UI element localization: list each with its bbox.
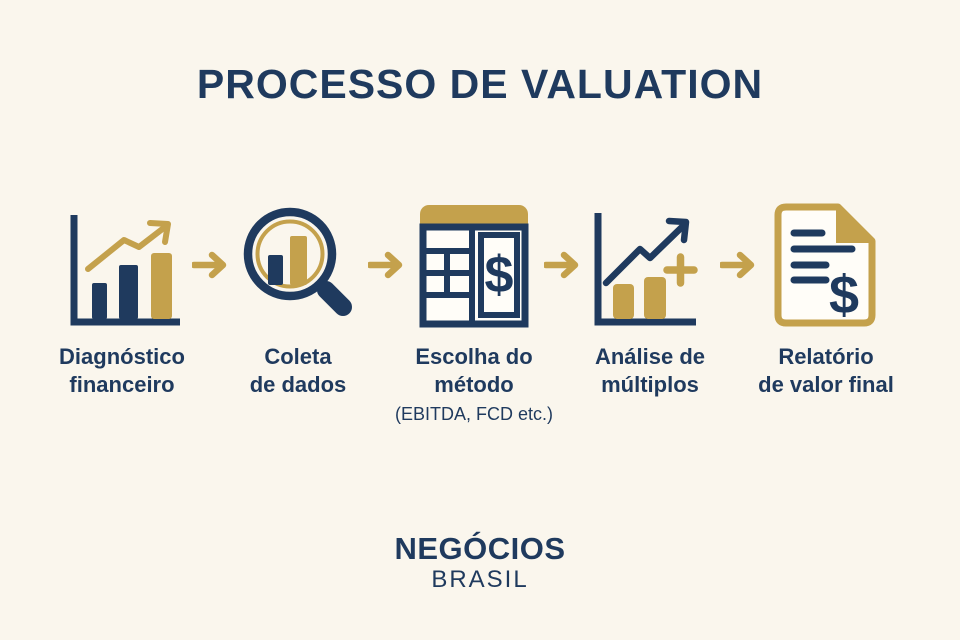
step-label-line1: Escolha do	[415, 344, 533, 369]
step-label: Diagnóstico financeiro	[59, 343, 185, 399]
step-label: Coleta de dados	[250, 343, 347, 399]
step-label-line2: método	[434, 371, 514, 397]
step-label-line2: financeiro	[69, 371, 175, 397]
step-diagnostico-financeiro: Diagnóstico financeiro	[52, 203, 192, 399]
process-steps: Diagnóstico financeiro Coleta de dados	[0, 203, 960, 425]
step-label-line2: de valor final	[758, 371, 894, 397]
dollar-symbol: $	[485, 246, 514, 304]
step-label-line2: múltiplos	[601, 371, 699, 397]
step-label-line1: Relatório	[778, 344, 874, 369]
arrow-right-icon	[192, 247, 228, 283]
page-title: PROCESSO DE VALUATION	[196, 61, 764, 107]
step-relatorio-valor-final: $ Relatório de valor final	[756, 203, 896, 399]
step-escolha-do-metodo: $ Escolha do método (EBITDA, FCD etc.)	[395, 203, 553, 425]
step-label-line1: Análise de	[594, 344, 706, 369]
magnifier-bar-chart-icon	[243, 207, 352, 316]
brand-logo: NEGÓCIOS BRASIL	[0, 533, 960, 592]
bar-chart-growth-icon	[70, 215, 180, 326]
step-label: Análise de múltiplos	[595, 343, 705, 399]
arrow-right-icon	[720, 247, 756, 283]
step-label-line1: Coleta	[264, 344, 332, 369]
growth-arrow-plus-icon	[594, 213, 698, 326]
brand-country: BRASIL	[431, 565, 529, 593]
step-coleta-de-dados: Coleta de dados	[228, 203, 368, 399]
arrow-right-icon	[544, 247, 580, 283]
arrow-right-icon	[368, 247, 404, 283]
step-label-line2: de dados	[249, 371, 347, 397]
step-note: (EBITDA, FCD etc.)	[395, 403, 554, 424]
document-dollar-icon: $	[774, 203, 876, 327]
step-label-line1: Diagnóstico	[59, 344, 185, 369]
step-label: Relatório de valor final	[758, 343, 894, 399]
step-label: Escolha do método	[415, 343, 532, 399]
brand-name: NEGÓCIOS	[394, 530, 566, 566]
calculator-dollar-icon: $	[419, 205, 529, 328]
step-analise-de-multiplos: Análise de múltiplos	[580, 203, 720, 399]
dollar-symbol: $	[829, 265, 859, 325]
